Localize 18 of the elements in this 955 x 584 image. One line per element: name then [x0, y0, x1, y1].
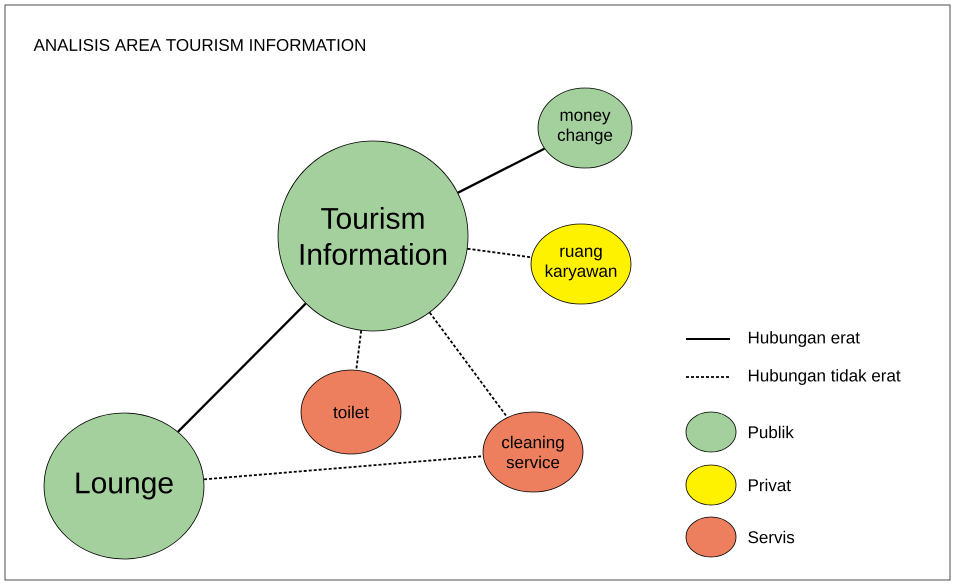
space-bubble: cleaning service: [482, 412, 584, 492]
connector-line: [355, 330, 362, 370]
space-bubble: money change: [538, 88, 632, 168]
legend-label: Privat: [748, 478, 791, 492]
title: ANALISIS AREA TOURISM INFORMATION: [34, 38, 365, 52]
connector-line: [204, 455, 483, 480]
space-bubble: Tourism Information: [278, 140, 468, 332]
connector-line: [177, 302, 306, 433]
legend-label: Publik: [748, 426, 794, 438]
space-bubble: ruang karyawan: [530, 224, 632, 304]
legend-label: Hubungan erat: [748, 331, 860, 347]
legend-label: Servis: [748, 530, 794, 544]
legend-label: Hubungan tidak erat: [748, 369, 900, 385]
space-bubble: Lounge: [44, 412, 204, 560]
connector-line: [457, 148, 545, 194]
connector-line: [429, 312, 508, 418]
connector-line: [467, 248, 532, 258]
space-bubble: toilet: [300, 370, 402, 454]
